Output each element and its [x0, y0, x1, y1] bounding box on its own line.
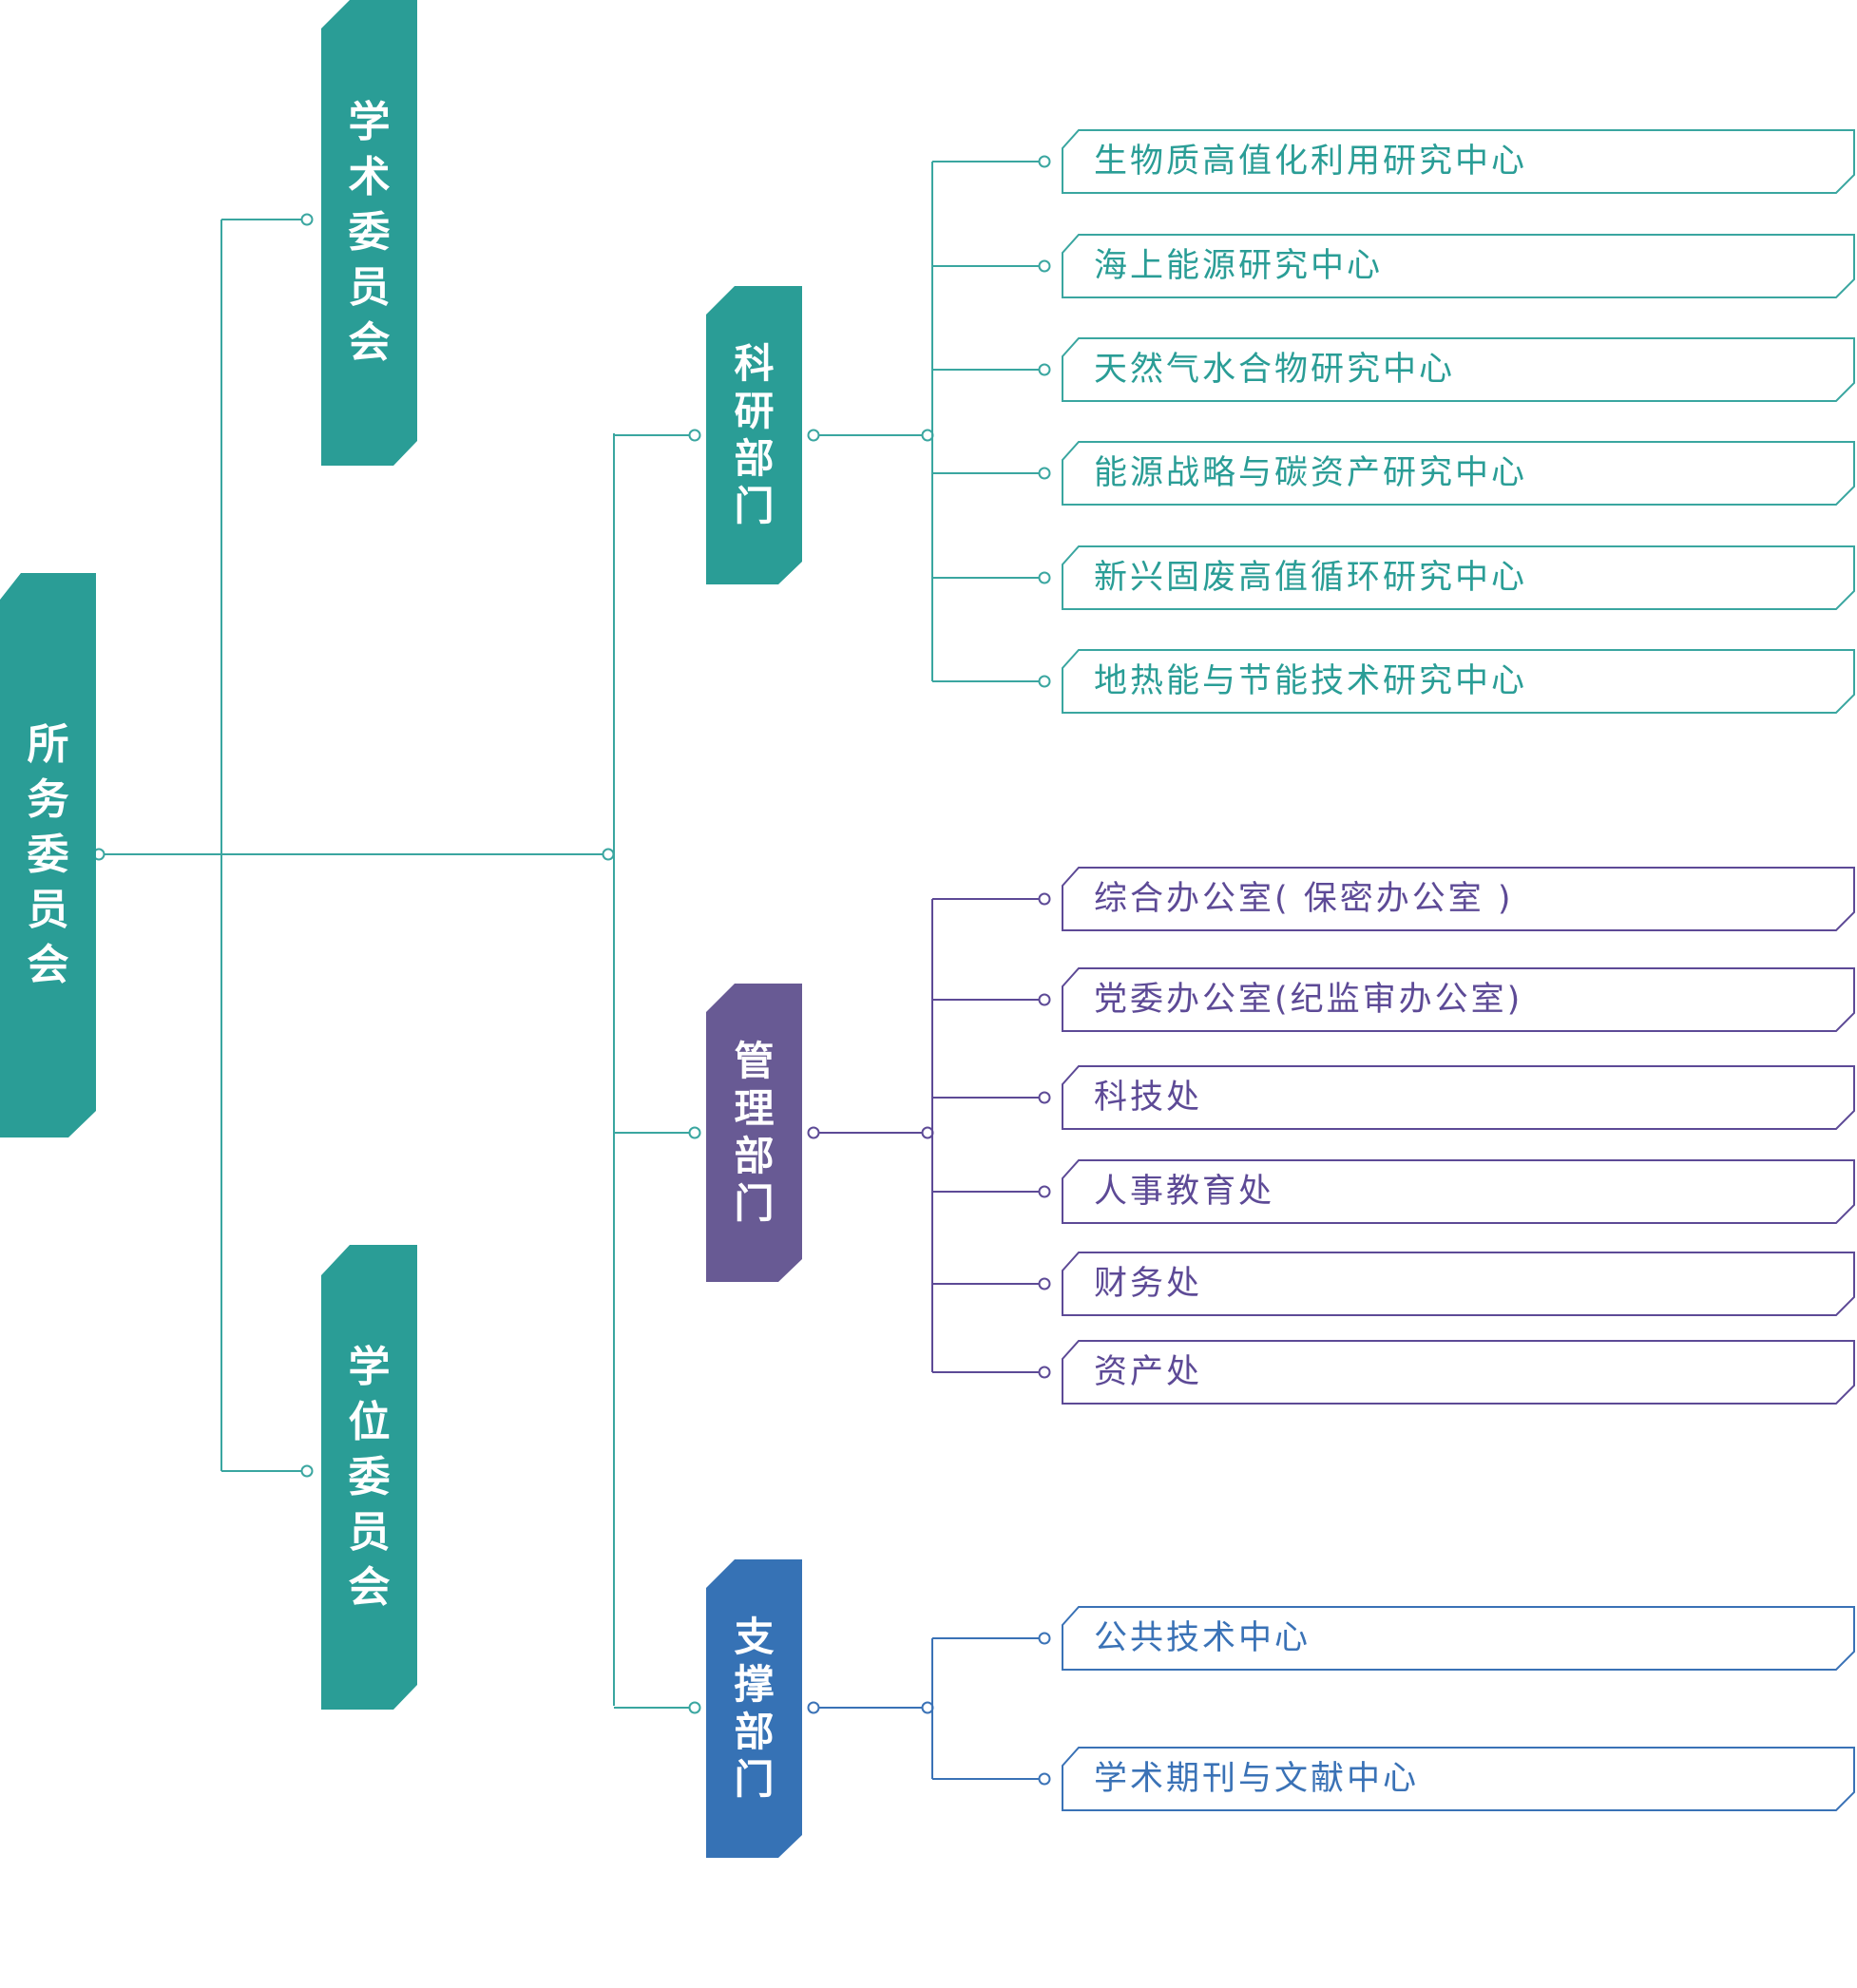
dept-label-support: 支撑部门	[734, 1614, 775, 1803]
item-node-icon	[1038, 155, 1051, 168]
unit-item-frame	[1062, 1606, 1855, 1671]
unit-item-label: 人事教育处	[1094, 1173, 1275, 1211]
unit-item-label: 海上能源研究中心	[1094, 247, 1384, 285]
department-out-node-icon	[807, 1126, 820, 1139]
dept-block-support[interactable]: 支撑部门	[706, 1559, 802, 1858]
department-node-icon	[688, 1701, 701, 1714]
department-node-icon	[688, 1126, 701, 1139]
committee-label-academic: 学术委员会	[348, 98, 391, 367]
unit-item-frame	[1062, 337, 1855, 402]
unit-item-frame	[1062, 129, 1855, 194]
item-node-icon	[1038, 1366, 1051, 1379]
unit-item-label: 财务处	[1094, 1265, 1203, 1303]
unit-item-label: 综合办公室( 保密办公室 )	[1094, 880, 1514, 918]
unit-item-label: 生物质高值化利用研究中心	[1094, 143, 1528, 181]
item-node-icon	[1038, 1772, 1051, 1786]
unit-item[interactable]: 人事教育处	[1062, 1159, 1855, 1224]
unit-item-frame	[1062, 1747, 1855, 1811]
department-out-node-icon	[807, 1701, 820, 1714]
committee-label-degree: 学位委员会	[348, 1342, 391, 1612]
unit-item-frame	[1062, 967, 1855, 1032]
dept-label-research: 科研部门	[734, 340, 775, 529]
unit-item[interactable]: 海上能源研究中心	[1062, 234, 1855, 298]
committee-block-degree[interactable]: 学位委员会	[321, 1245, 417, 1710]
item-node-icon	[1038, 363, 1051, 376]
unit-item-frame	[1062, 1159, 1855, 1224]
unit-item[interactable]: 资产处	[1062, 1340, 1855, 1405]
item-node-icon	[1038, 1185, 1051, 1198]
unit-item[interactable]: 公共技术中心	[1062, 1606, 1855, 1671]
unit-item[interactable]: 天然气水合物研究中心	[1062, 337, 1855, 402]
unit-item[interactable]: 地热能与节能技术研究中心	[1062, 649, 1855, 714]
unit-item[interactable]: 学术期刊与文献中心	[1062, 1747, 1855, 1811]
unit-item-label: 天然气水合物研究中心	[1094, 351, 1456, 389]
unit-item-frame	[1062, 1252, 1855, 1316]
dept-block-shape	[706, 286, 802, 584]
root-label: 所务委员会	[27, 720, 69, 989]
branch-node-icon	[921, 1701, 934, 1714]
department-node-icon	[688, 429, 701, 442]
item-node-icon	[1038, 1277, 1051, 1290]
unit-item-label: 能源战略与碳资产研究中心	[1094, 454, 1528, 492]
unit-item-frame	[1062, 1065, 1855, 1130]
root-block-shape	[0, 573, 96, 1137]
root-block-suowu-committee[interactable]: 所务委员会	[0, 573, 96, 1137]
committee-block-shape	[321, 1245, 417, 1710]
unit-item-frame	[1062, 867, 1855, 931]
unit-item-label: 科技处	[1094, 1079, 1203, 1117]
item-node-icon	[1038, 675, 1051, 688]
unit-item[interactable]: 科技处	[1062, 1065, 1855, 1130]
unit-item-frame	[1062, 1340, 1855, 1405]
unit-item-label: 资产处	[1094, 1353, 1203, 1391]
unit-item[interactable]: 党委办公室(纪监审办公室)	[1062, 967, 1855, 1032]
dept-label-management: 管理部门	[734, 1038, 775, 1227]
item-node-icon	[1038, 467, 1051, 480]
unit-item-frame	[1062, 441, 1855, 506]
committee-block-shape	[321, 0, 417, 466]
item-node-icon	[1038, 1632, 1051, 1645]
unit-item-label: 学术期刊与文献中心	[1094, 1760, 1420, 1798]
unit-item-label: 地热能与节能技术研究中心	[1094, 662, 1528, 700]
committee-block-academic[interactable]: 学术委员会	[321, 0, 417, 466]
unit-item-label: 党委办公室(纪监审办公室)	[1094, 981, 1523, 1019]
item-node-icon	[1038, 892, 1051, 906]
unit-item[interactable]: 财务处	[1062, 1252, 1855, 1316]
dept-block-management[interactable]: 管理部门	[706, 984, 802, 1282]
item-node-icon	[1038, 259, 1051, 273]
unit-item-frame	[1062, 545, 1855, 610]
unit-item[interactable]: 能源战略与碳资产研究中心	[1062, 441, 1855, 506]
trunk-node-icon	[602, 848, 615, 861]
unit-item[interactable]: 生物质高值化利用研究中心	[1062, 129, 1855, 194]
branch-node-icon	[921, 1126, 934, 1139]
item-node-icon	[1038, 571, 1051, 584]
committee-node-icon	[300, 1464, 314, 1478]
unit-item-label: 公共技术中心	[1094, 1619, 1311, 1657]
unit-item-frame	[1062, 234, 1855, 298]
unit-item[interactable]: 新兴固废高值循环研究中心	[1062, 545, 1855, 610]
branch-node-icon	[921, 429, 934, 442]
unit-item-label: 新兴固废高值循环研究中心	[1094, 559, 1528, 597]
item-node-icon	[1038, 993, 1051, 1006]
department-out-node-icon	[807, 429, 820, 442]
unit-item-frame	[1062, 649, 1855, 714]
dept-block-shape	[706, 984, 802, 1282]
committee-node-icon	[300, 213, 314, 226]
item-node-icon	[1038, 1091, 1051, 1104]
unit-item[interactable]: 综合办公室( 保密办公室 )	[1062, 867, 1855, 931]
dept-block-shape	[706, 1559, 802, 1858]
dept-block-research[interactable]: 科研部门	[706, 286, 802, 584]
